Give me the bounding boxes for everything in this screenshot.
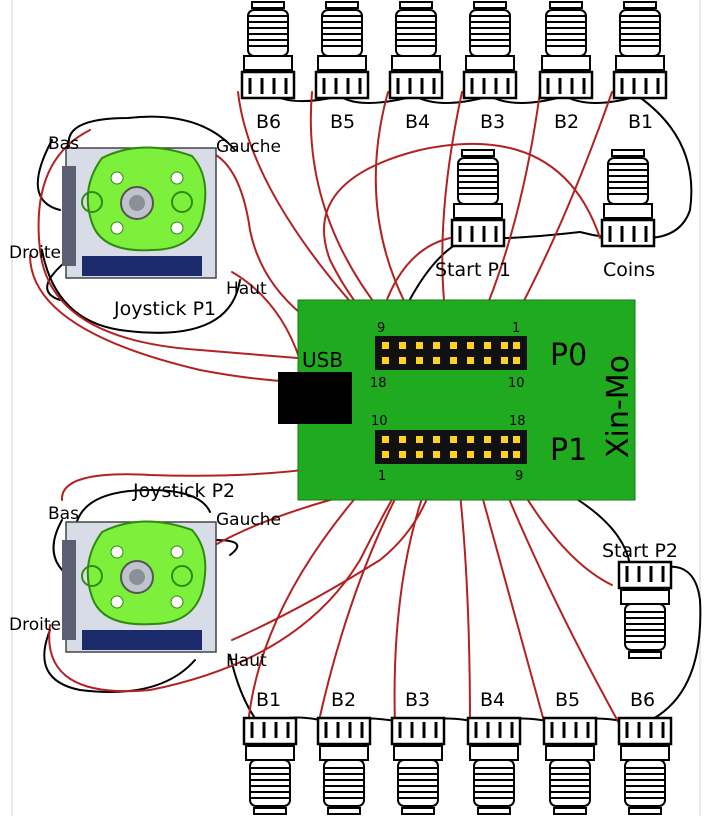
joystick-p1 [61, 146, 217, 279]
top-label-b5: B5 [330, 111, 355, 133]
p2-bas-label: Bas [48, 504, 79, 524]
top-label-b2: B2 [554, 111, 579, 133]
p1-pin-1: 1 [378, 469, 386, 484]
usb-label: USB [302, 348, 343, 372]
p0-pin-1: 1 [512, 321, 520, 336]
p1-pin-9: 9 [515, 469, 523, 484]
p0-pin-9: 9 [377, 321, 385, 336]
joystick-p1-title: Joystick P1 [113, 298, 216, 320]
brand-label: Xin-Mo [601, 355, 636, 458]
p1-pin-18: 18 [509, 414, 526, 429]
bottom-label-b4: B4 [480, 689, 505, 711]
top-label-b6: B6 [256, 111, 281, 133]
coins-button [600, 148, 656, 248]
usb-port [278, 372, 352, 424]
start-p2-button [617, 560, 673, 660]
top-label-b1: B1 [628, 111, 653, 133]
bottom-buttons [242, 716, 673, 816]
p2-gauche-label: Gauche [216, 510, 281, 530]
coins-label: Coins [603, 259, 655, 281]
p1-pin-10: 10 [371, 414, 388, 429]
bottom-label-b5: B5 [555, 689, 580, 711]
p0-pin-18: 18 [370, 376, 387, 391]
p1-haut-label: Haut [226, 279, 267, 299]
bottom-label-b2: B2 [331, 689, 356, 711]
p1-droite-label: Droite [9, 243, 61, 263]
p1-pins [382, 436, 520, 458]
top-buttons [240, 0, 668, 100]
p1-header [375, 430, 527, 464]
start-p1-label: Start P1 [435, 259, 511, 281]
top-label-b4: B4 [405, 111, 430, 133]
p0-header [375, 336, 527, 370]
joystick-p2 [61, 520, 217, 653]
p2-droite-label: Droite [9, 615, 61, 635]
p0-label: P0 [550, 338, 587, 373]
joystick-p2-title: Joystick P2 [132, 480, 235, 502]
p0-pins [382, 342, 520, 364]
p1-bas-label: Bas [48, 134, 79, 154]
p1-gauche-label: Gauche [216, 137, 281, 157]
bottom-label-b6: B6 [630, 689, 655, 711]
bottom-label-b1: B1 [256, 689, 281, 711]
start-p2-label: Start P2 [602, 540, 678, 562]
p1-label: P1 [550, 433, 587, 468]
start-p1-button [450, 148, 506, 248]
bottom-label-b3: B3 [405, 689, 430, 711]
top-label-b3: B3 [480, 111, 505, 133]
p0-pin-10: 10 [508, 376, 525, 391]
xinmo-board: USB 9 1 18 10 10 18 1 9 P0 P1 Xin-Mo [278, 299, 636, 501]
p2-haut-label: Haut [226, 651, 267, 671]
